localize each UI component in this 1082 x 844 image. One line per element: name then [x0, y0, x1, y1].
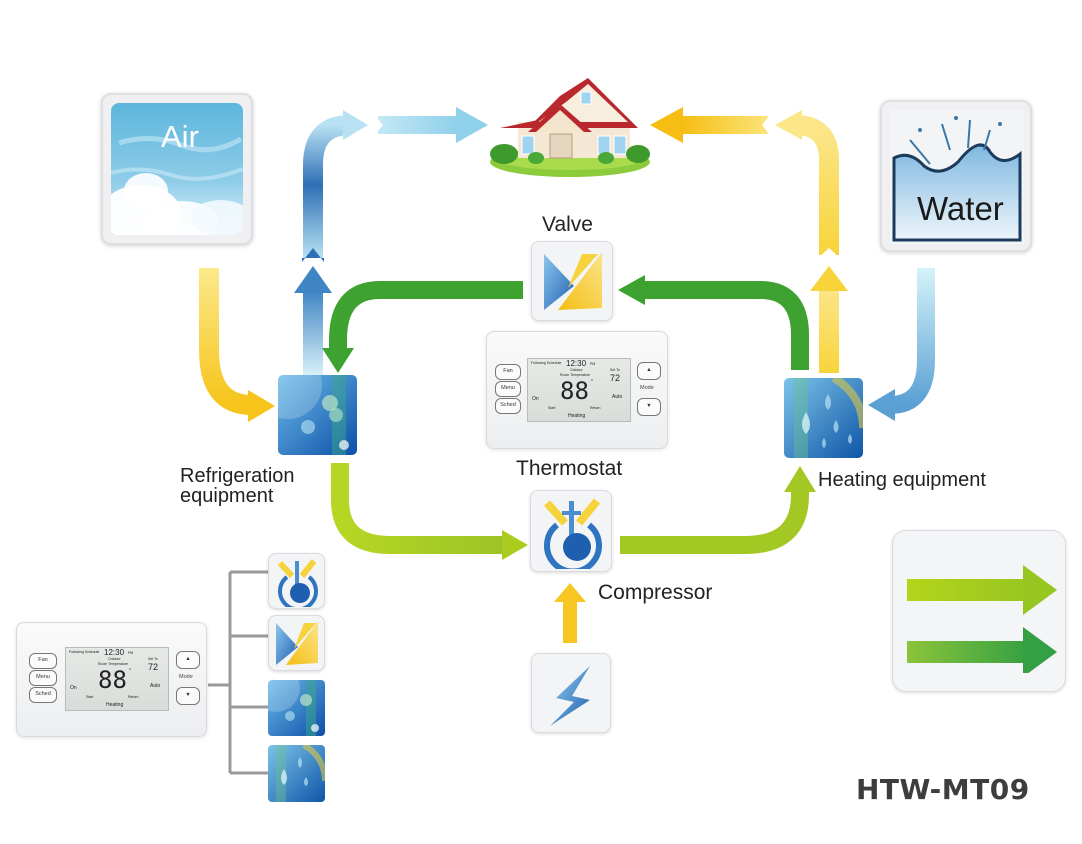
lcd-room-label-small: Room Temperature: [98, 662, 128, 666]
small-valve-tile: [268, 615, 325, 671]
lcd-set-temp: 72: [610, 373, 621, 383]
arrow-water-to-heating: [868, 268, 935, 421]
compressor-icon-small: [277, 559, 318, 607]
lcd-degree-small: °: [129, 668, 131, 674]
heating-label: Heating equipment: [818, 469, 986, 491]
air-cloud-icon: [111, 103, 243, 235]
arrow-green-supply: [331, 463, 816, 560]
up-button-small[interactable]: ▲: [176, 651, 200, 669]
model-number: HTW-MT09: [856, 773, 1030, 806]
valve-tile: [531, 241, 613, 321]
lcd-schedule-small: Following Schedule: [69, 650, 100, 654]
arrow-yellow-to-house: [650, 107, 772, 143]
sched-button-small[interactable]: Sched: [29, 687, 57, 703]
valve-label: Valve: [542, 213, 593, 236]
thermostat-lcd: Following Schedule 12:30 PM Outdoor Set …: [527, 358, 631, 422]
lcd-on-status-small: On: [70, 685, 77, 691]
lcd-ampm-small: PM: [128, 651, 134, 655]
air-label: Air: [161, 119, 199, 154]
lcd-mode: Heating: [568, 413, 586, 419]
arrow-air-to-refrigeration: [199, 268, 275, 422]
lcd-time-small: 12:30: [104, 648, 125, 657]
fan-button-small[interactable]: Fan: [29, 653, 57, 669]
compressor-icon: [544, 498, 602, 569]
up-button[interactable]: ▲: [637, 362, 661, 380]
lcd-outdoor-small: Outdoor: [108, 657, 121, 661]
lcd-degree: °: [591, 379, 593, 385]
heating-icon-small: [268, 745, 325, 802]
heating-icon: [784, 378, 863, 458]
refrigeration-label-line1: Refrigeration: [180, 465, 295, 487]
mode-label: Mode: [640, 385, 654, 391]
lcd-set-label-small: Set To: [148, 657, 158, 661]
lcd-start: Start: [548, 406, 556, 410]
lcd-room-temp-small: 88: [98, 666, 127, 694]
thermostat-lcd-small: Following Schedule 12:30 PM Outdoor Set …: [65, 647, 169, 711]
power-tile: [531, 653, 611, 733]
lcd-start-small: Start: [86, 695, 94, 699]
lcd-set-label: Set To: [610, 368, 620, 372]
thermostat-device-small: Fan Menu Sched ▲ Mode ▼ Following Schedu…: [16, 622, 207, 737]
refrigeration-icon-small: [268, 680, 325, 736]
down-button[interactable]: ▼: [637, 398, 661, 416]
down-button-small[interactable]: ▼: [176, 687, 200, 705]
lcd-mode-small: Heating: [106, 702, 124, 708]
thermostat-label: Thermostat: [516, 457, 623, 480]
lcd-room-temp: 88: [560, 377, 589, 405]
arrow-refrigeration-up: [294, 266, 332, 375]
compressor-tile: [530, 490, 612, 572]
mode-label-small: Mode: [179, 674, 193, 680]
arrow-blue-to-house: [302, 107, 488, 262]
valve-icon: [544, 252, 602, 310]
arrow-power-to-compressor: [554, 583, 586, 643]
lcd-return: Return: [590, 406, 601, 410]
arrow-yellow-heating-up: [775, 110, 848, 373]
sched-button[interactable]: Sched: [495, 398, 521, 414]
legend-box: [892, 530, 1066, 692]
lcd-auto-status-small: Auto: [150, 683, 161, 689]
refrigeration-label-line2: equipment: [180, 485, 274, 507]
lcd-ampm: PM: [590, 362, 596, 366]
device-bracket: [208, 570, 268, 775]
lcd-auto-status: Auto: [612, 394, 623, 400]
fan-button[interactable]: Fan: [495, 364, 521, 380]
lcd-on-status: On: [532, 396, 539, 402]
thermostat-device: Fan Menu Sched ▲ Mode ▼ Following Schedu…: [486, 331, 668, 449]
menu-button[interactable]: Menu: [495, 381, 521, 397]
compressor-label: Compressor: [598, 581, 713, 604]
water-source-tile: Water: [880, 100, 1032, 252]
water-label: Water: [917, 190, 1004, 227]
house-icon: [490, 78, 650, 177]
lcd-set-temp-small: 72: [148, 662, 159, 672]
refrigeration-icon: [278, 375, 357, 455]
lcd-room-label: Room Temperature: [560, 373, 590, 377]
flow-arrow-light-green: [907, 565, 1057, 615]
lcd-time: 12:30: [566, 359, 587, 368]
small-compressor-tile: [268, 553, 325, 609]
lcd-schedule: Following Schedule: [531, 361, 562, 365]
lcd-outdoor: Outdoor: [570, 368, 583, 372]
air-source-tile: Air: [101, 93, 253, 245]
lcd-return-small: Return: [128, 695, 139, 699]
menu-button-small[interactable]: Menu: [29, 670, 57, 686]
water-splash-icon: [890, 110, 1024, 244]
valve-icon-small: [276, 621, 318, 665]
lightning-icon: [550, 666, 590, 726]
flow-arrow-dark-green: [907, 627, 1057, 673]
arrow-green-return: [322, 275, 809, 373]
